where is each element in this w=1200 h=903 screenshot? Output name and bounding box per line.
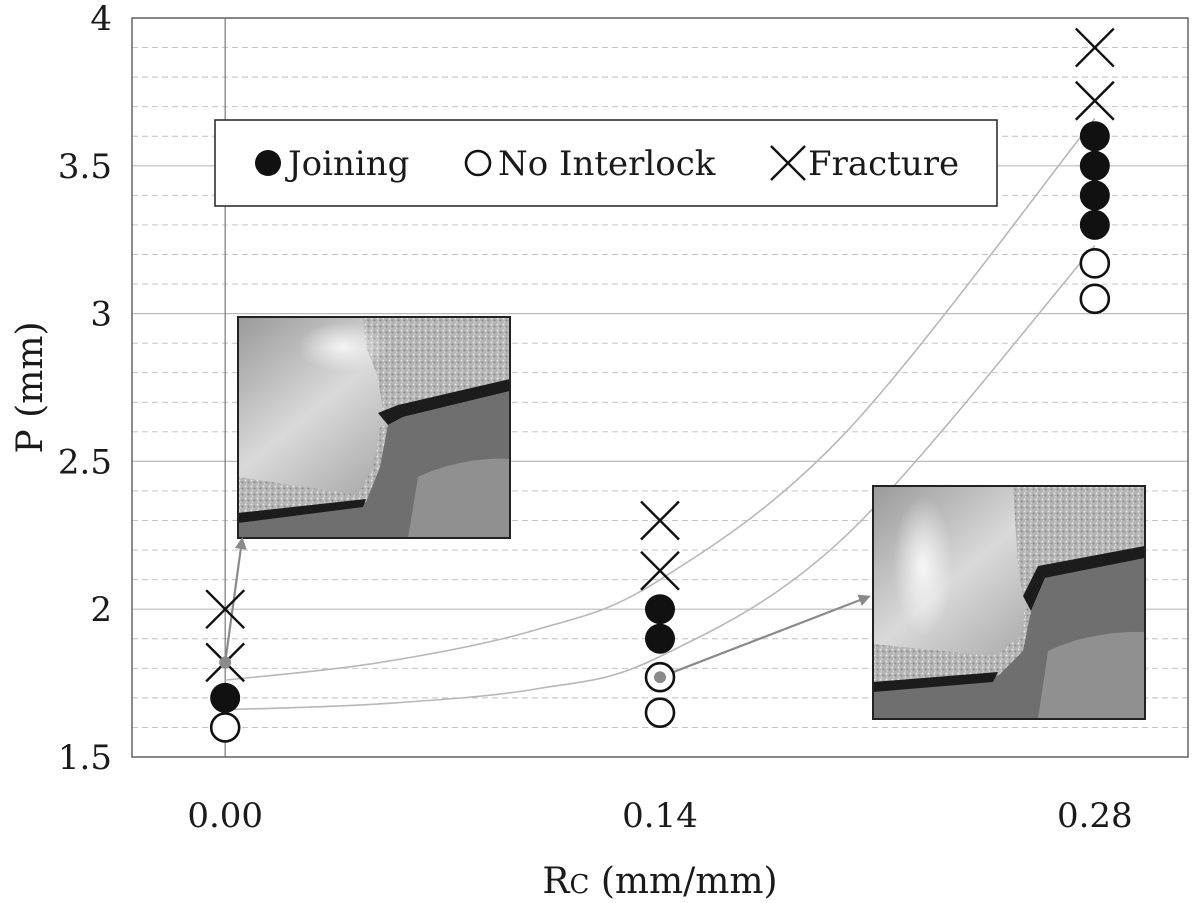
y-tick-label: 2 bbox=[90, 590, 112, 630]
y-tick-label: 4 bbox=[90, 0, 112, 39]
plot-frame bbox=[131, 17, 1189, 758]
legend-label: Fracture bbox=[808, 144, 959, 184]
annotation-arrows bbox=[224, 537, 871, 679]
axis-tick-labels: 1.5 2 2.5 3 3.5 4 0.00 0.14 0.28 bbox=[58, 0, 1133, 836]
data-point-joining bbox=[1079, 121, 1110, 152]
data-point-joining bbox=[1079, 180, 1110, 211]
data-point-no-interlock bbox=[1079, 248, 1111, 279]
micrograph-inset-low bbox=[237, 316, 511, 539]
boundary-curve-upper bbox=[225, 118, 1096, 681]
y-tick-label: 1.5 bbox=[58, 738, 112, 778]
data-point-fracture bbox=[205, 589, 246, 630]
data-point-joining bbox=[645, 623, 675, 654]
boundary-curve-lower bbox=[225, 245, 1096, 711]
legend-label: Joining bbox=[285, 144, 409, 184]
x-tick-label: 0.14 bbox=[622, 796, 698, 836]
data-point-fracture bbox=[640, 500, 680, 541]
y-axis-title: P (mm) bbox=[10, 321, 51, 453]
data-point-no-interlock bbox=[464, 149, 492, 177]
y-tick-label: 2.5 bbox=[58, 442, 112, 482]
annotation-point-sample-B bbox=[654, 671, 666, 684]
data-point-joining bbox=[1079, 209, 1110, 240]
annotation-arrow bbox=[659, 594, 871, 679]
data-point-no-interlock bbox=[644, 697, 676, 728]
x-tick-label: 0.28 bbox=[1057, 796, 1133, 836]
x-tick-label: 0.00 bbox=[187, 796, 263, 836]
data-point-joining bbox=[645, 594, 675, 625]
data-point-fracture bbox=[770, 145, 806, 181]
data-point-no-interlock bbox=[1079, 283, 1111, 315]
data-point-fracture bbox=[1074, 80, 1115, 121]
legend: Joining No Interlock Fracture bbox=[214, 119, 998, 207]
y-tick-label: 3 bbox=[90, 295, 112, 335]
data-point-joining bbox=[1079, 150, 1110, 181]
data-markers bbox=[205, 27, 1115, 743]
y-tick-label: 3.5 bbox=[58, 147, 112, 187]
data-point-joining bbox=[210, 682, 241, 713]
data-point-joining bbox=[255, 150, 281, 176]
data-point-fracture bbox=[640, 550, 680, 591]
legend-label: No Interlock bbox=[498, 144, 716, 184]
data-point-fracture bbox=[1074, 27, 1115, 68]
data-point-no-interlock bbox=[209, 712, 241, 743]
x-axis-title: RC (mm/mm) bbox=[542, 861, 777, 902]
micrograph-inset-high bbox=[872, 485, 1146, 720]
annotation-point-sample-A bbox=[219, 656, 232, 669]
boundary-curves bbox=[225, 118, 1096, 711]
